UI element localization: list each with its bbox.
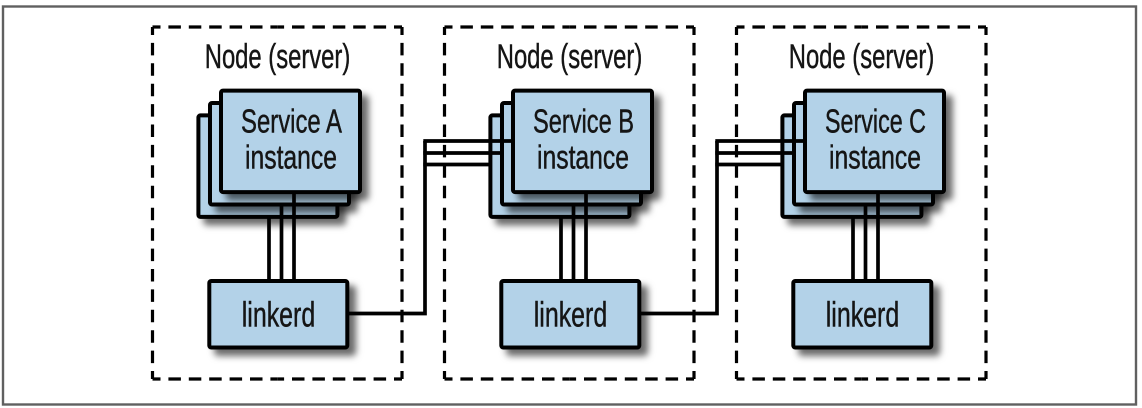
svg-text:Node (server): Node (server) — [497, 38, 643, 76]
svg-text:linkerd: linkerd — [242, 296, 316, 335]
svg-text:Node (server): Node (server) — [205, 38, 351, 76]
svg-text:instance: instance — [829, 138, 921, 175]
svg-text:linkerd: linkerd — [534, 296, 608, 335]
svg-text:Service C: Service C — [825, 103, 926, 140]
svg-text:instance: instance — [245, 138, 337, 175]
svg-text:Node (server): Node (server) — [789, 38, 935, 76]
svg-text:linkerd: linkerd — [826, 296, 900, 335]
svg-text:Service B: Service B — [533, 103, 634, 140]
svg-text:Service A: Service A — [241, 103, 342, 140]
svg-text:instance: instance — [537, 138, 629, 175]
